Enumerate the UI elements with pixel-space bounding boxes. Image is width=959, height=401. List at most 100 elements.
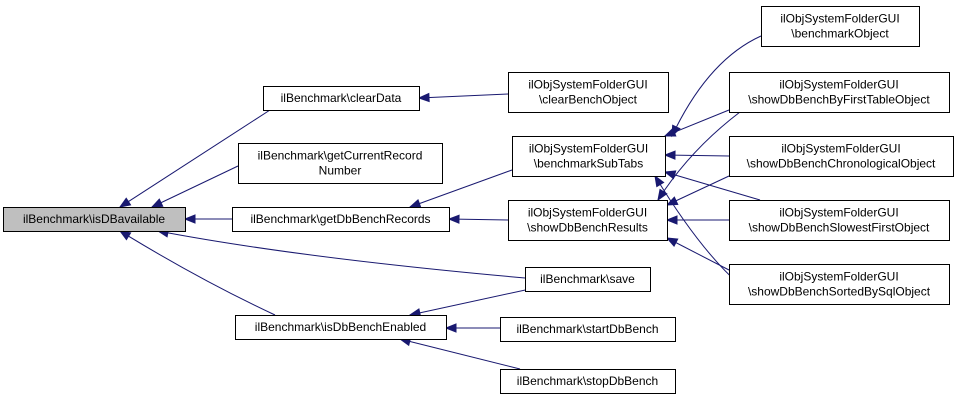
edge-save-to-isDBavailable [156,228,526,279]
edge-line [157,230,526,279]
node-box [500,317,676,342]
node-label: \showDbBenchChronologicalObject [747,157,936,171]
edge-showDbBenchChronologicalObject-to-showDbBenchResults [665,175,730,206]
node-label: \clearBenchObject [539,93,638,107]
node-benchmarkObject[interactable]: ilObjSystemFolderGUI\benchmarkObject [761,6,920,47]
edge-line [409,169,513,208]
node-box [729,200,950,241]
edge-save-to-isDbBenchEnabled [408,288,531,318]
edge-showDbBenchChronologicalObject-to-benchmarkSubTabs [663,150,730,160]
node-label: \showDbBenchByFirstTableObject [748,93,930,107]
nodes-layer: ilBenchmark\isDBavailable ilBenchmark\cle… [3,6,954,394]
arrowhead-icon [408,198,422,208]
arrowhead-icon [663,170,677,180]
node-label: ilObjSystemFolderGUI [529,142,648,156]
node-label: ilObjSystemFolderGUI [780,12,899,26]
arrowhead-icon [444,323,457,333]
node-label: Number [319,164,362,178]
edge-line [671,35,762,137]
node-label: ilObjSystemFolderGUI [779,270,898,284]
edge-getCurrentRecordNumber-to-isDBavailable [150,165,239,208]
node-box [238,143,443,184]
edge-showDbBenchByFirstTableObject-to-showDbBenchResults [657,111,741,202]
node-clearData[interactable]: ilBenchmark\clearData [263,86,420,111]
edge-line [664,154,730,157]
node-box [3,207,186,232]
node-getDbBenchRecords[interactable]: ilBenchmark\getDbBenchRecords [232,207,450,232]
edge-isDbBenchEnabled-to-isDBavailable [118,230,276,316]
node-label: ilBenchmark\getCurrentRecord [258,149,423,163]
node-label: \benchmarkSubTabs [534,157,643,171]
node-showDbBenchSortedBySqlObject[interactable]: ilObjSystemFolderGUI\showDbBenchSortedBy… [729,264,950,305]
arrowhead-icon [654,174,665,188]
node-label: ilObjSystemFolderGUI [528,78,647,92]
node-startDbBench[interactable]: ilBenchmark\startDbBench [500,317,676,342]
node-showDbBenchChronologicalObject[interactable]: ilObjSystemFolderGUI\showDbBenchChronolo… [729,136,954,177]
node-box [232,207,450,232]
edge-line [664,171,761,201]
node-stopDbBench[interactable]: ilBenchmark\stopDbBench [500,369,676,394]
node-label: ilBenchmark\isDbBenchEnabled [255,320,426,334]
node-benchmarkSubTabs[interactable]: ilObjSystemFolderGUI\benchmarkSubTabs [512,136,666,177]
node-box [508,72,669,113]
edge-line [119,230,276,316]
edge-startDbBench-to-isDbBenchEnabled [444,323,500,333]
arrowhead-icon [118,197,132,208]
edge-line [657,111,741,201]
arrowhead-icon [447,214,460,224]
node-save[interactable]: ilBenchmark\save [525,267,651,292]
arrowhead-icon [657,188,668,202]
edge-stopDbBench-to-isDbBenchEnabled [398,336,521,370]
node-isDbBenchEnabled[interactable]: ilBenchmark\isDbBenchEnabled [235,315,447,340]
edge-line [119,109,271,208]
edge-clearData-to-isDBavailable [118,109,271,208]
edge-line [664,109,730,137]
edge-line [409,288,531,316]
arrowhead-icon [665,215,678,225]
node-box [263,86,420,111]
arrowhead-icon [118,230,132,241]
edge-showDbBenchSlowestFirstObject-to-benchmarkSubTabs [663,170,761,201]
node-label: ilBenchmark\startDbBench [516,322,658,336]
arrowhead-icon [663,150,676,160]
arrowhead-icon [665,237,679,248]
node-label: ilObjSystemFolderGUI [781,142,900,156]
node-showDbBenchSlowestFirstObject[interactable]: ilObjSystemFolderGUI\showDbBenchSlowestF… [729,200,950,241]
edge-showDbBenchSortedBySqlObject-to-showDbBenchResults [665,237,730,271]
arrowhead-icon [150,198,164,208]
node-label: \showDbBenchSlowestFirstObject [749,221,930,235]
edge-line [666,237,730,271]
node-label: ilObjSystemFolderGUI [779,78,898,92]
edge-getDbBenchRecords-to-isDBavailable [183,214,232,224]
node-label: ilBenchmark\clearData [281,91,402,105]
arrowhead-icon [663,127,677,137]
node-label: ilBenchmark\save [540,272,635,286]
edge-line [418,93,509,99]
node-box [729,72,950,113]
node-label: \benchmarkObject [791,27,889,41]
node-label: ilObjSystemFolderGUI [528,206,647,220]
node-showDbBenchResults[interactable]: ilObjSystemFolderGUI\showDbBenchResults [508,200,668,241]
node-box [761,6,920,47]
arrowhead-icon [183,214,196,224]
edge-showDbBenchSlowestFirstObject-to-showDbBenchResults [665,215,729,225]
node-box [235,315,447,340]
node-label: ilBenchmark\stopDbBench [517,374,658,388]
node-clearBenchObject[interactable]: ilObjSystemFolderGUI\clearBenchObject [508,72,669,113]
node-box [500,369,676,394]
node-label: ilBenchmark\isDBavailable [23,212,165,226]
edge-line [151,165,239,208]
node-box [729,136,954,177]
arrowhead-icon [417,92,430,103]
edge-line [666,175,730,206]
edge-showDbBenchResults-to-getDbBenchRecords [447,214,509,224]
node-label: ilBenchmark\getDbBenchRecords [250,212,430,226]
node-label: ilObjSystemFolderGUI [779,206,898,220]
node-box [508,200,668,241]
arrowhead-icon [665,196,679,206]
node-box [729,264,950,305]
node-showDbBenchByFirstTableObject[interactable]: ilObjSystemFolderGUI\showDbBenchByFirstT… [729,72,950,113]
node-isDBavailable[interactable]: ilBenchmark\isDBavailable [3,207,186,232]
